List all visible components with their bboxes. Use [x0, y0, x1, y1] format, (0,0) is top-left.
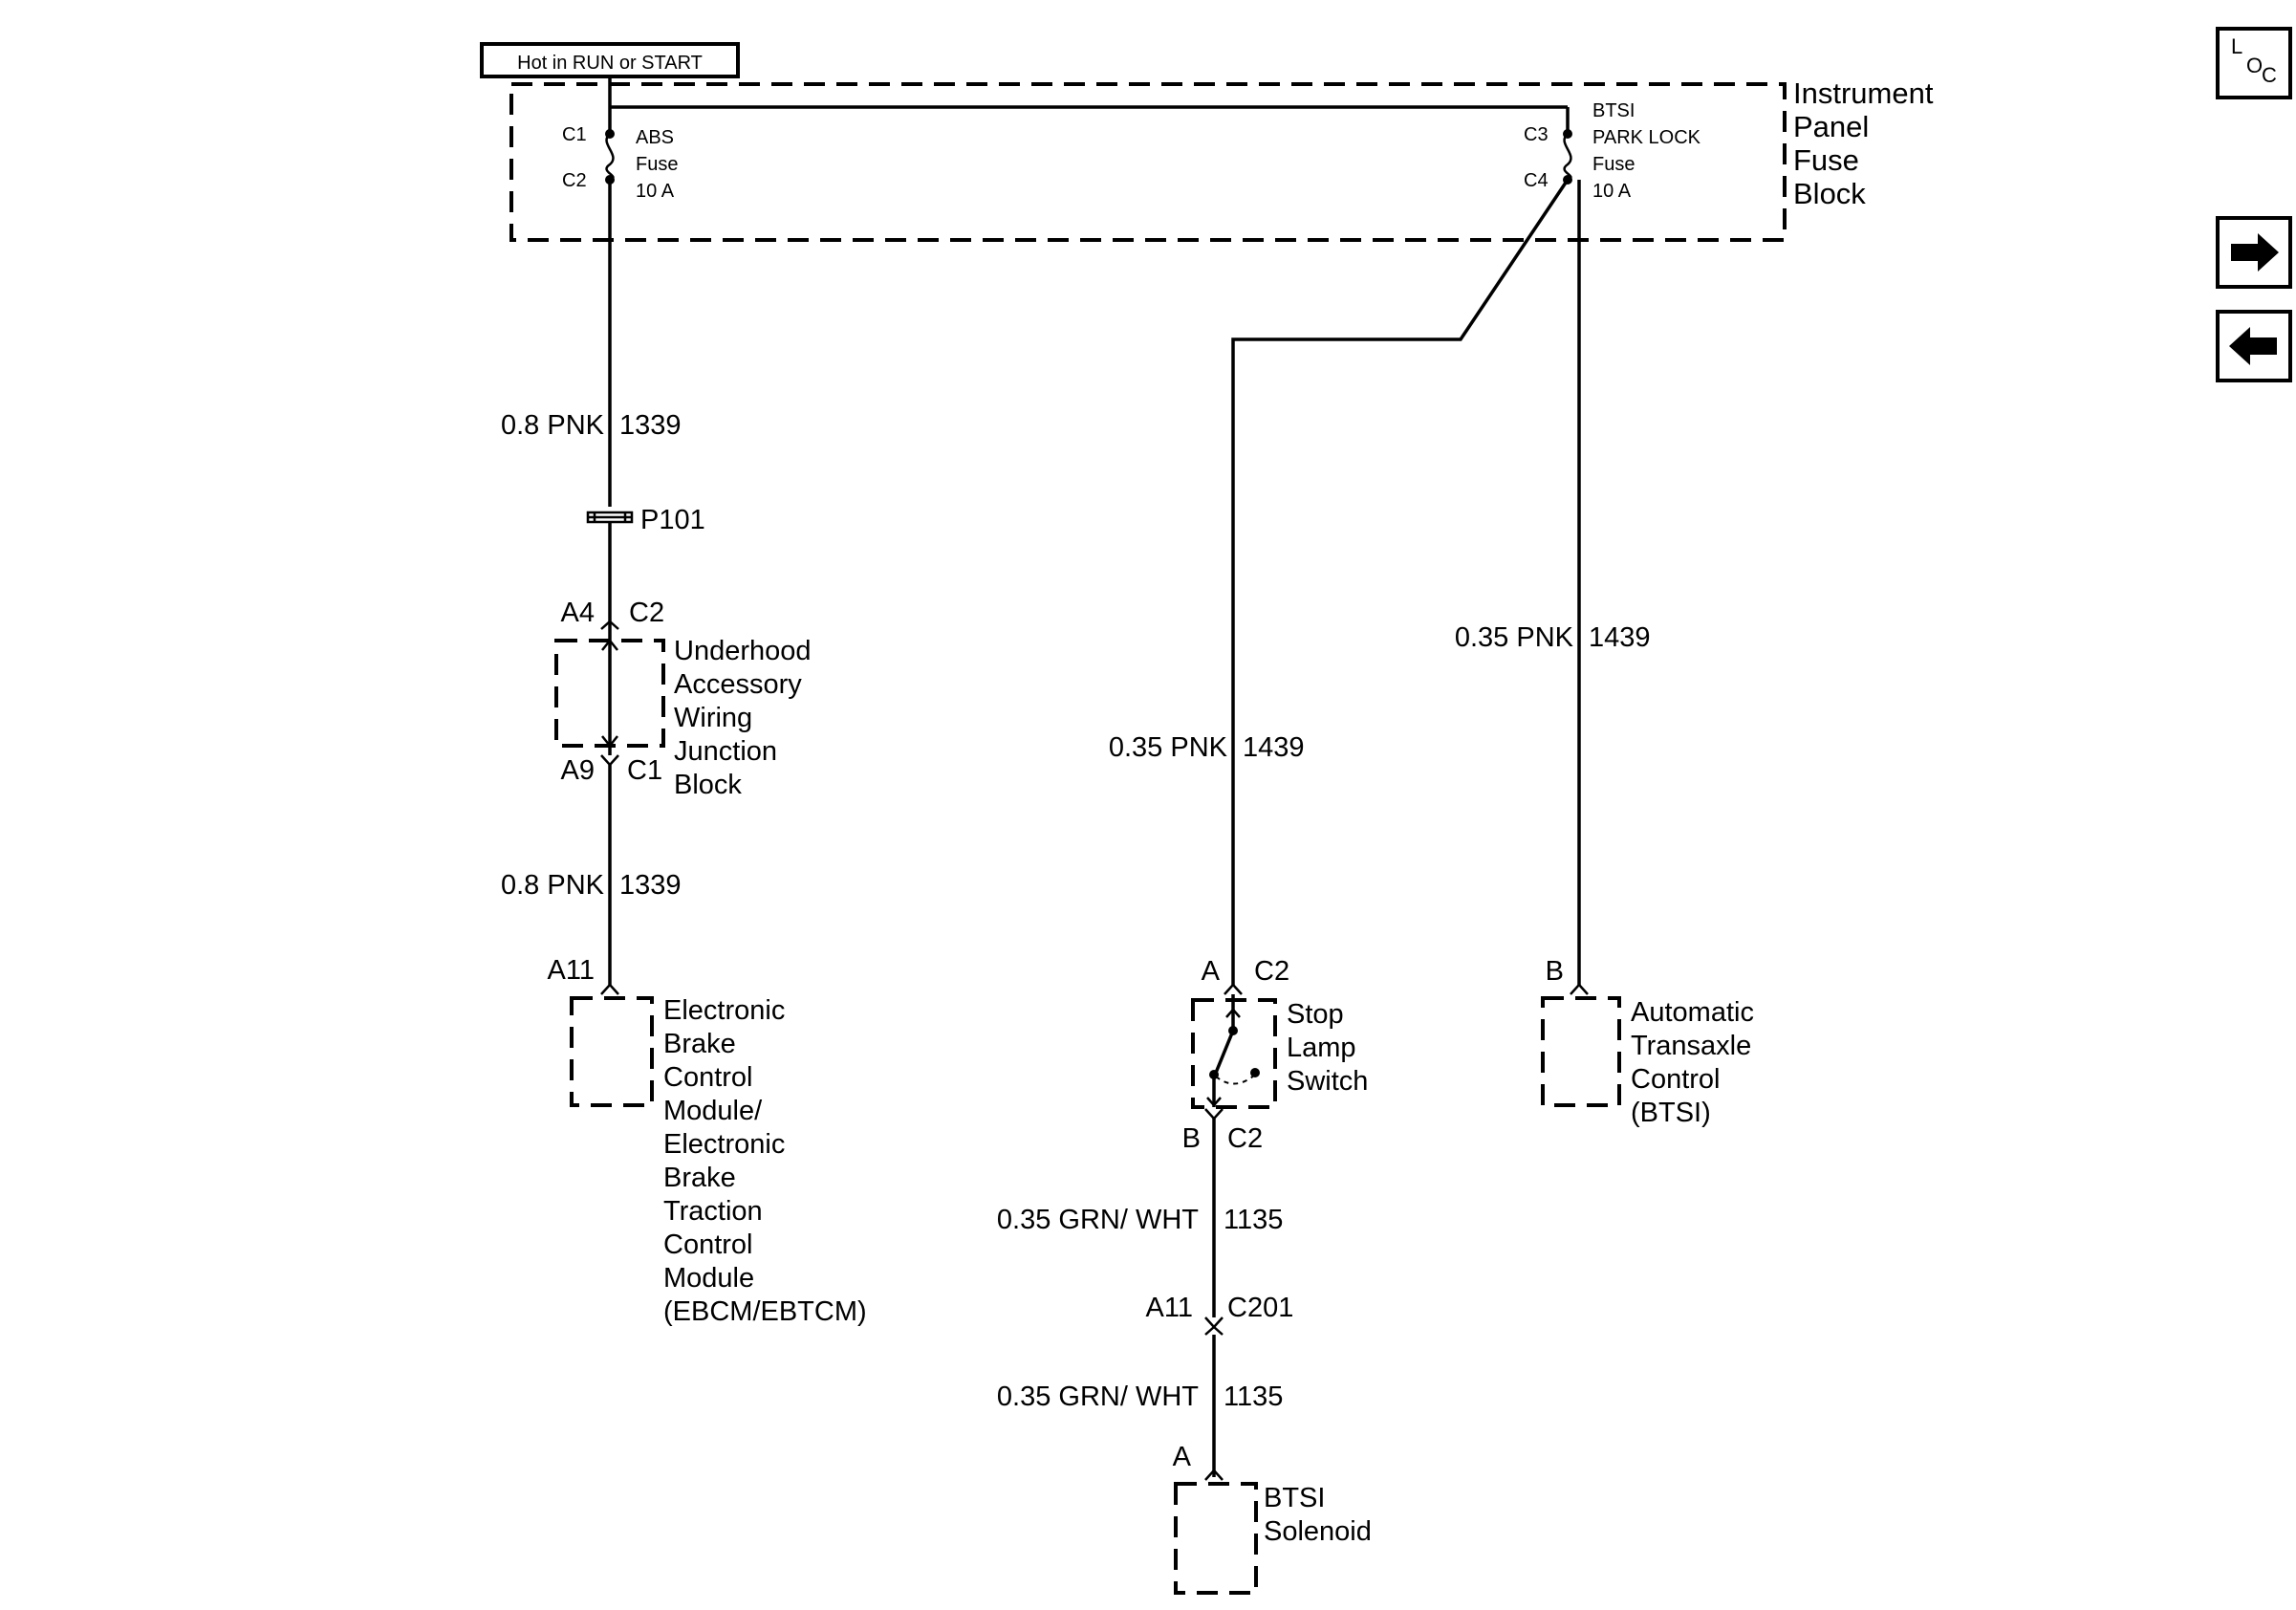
transaxle-label-1: Automatic	[1631, 997, 1754, 1028]
solenoid-label-1: BTSI	[1264, 1483, 1325, 1513]
stop-lamp-circuit: 0.35 PNK 1439 A C2 Stop Lamp Switch B C2…	[997, 179, 1570, 1595]
switch-out-pin: B	[1182, 1123, 1201, 1154]
left-arrow-icon	[2229, 327, 2277, 365]
underhood-junction-block: Underhood Accessory Wiring Junction Bloc…	[554, 631, 812, 800]
junction-label-3: Wiring	[674, 703, 752, 733]
ebcm-label-4: Module/	[663, 1096, 763, 1126]
stop-lamp-switch: Stop Lamp Switch	[1191, 994, 1368, 1109]
transaxle-circuit: 0.35 PNK 1439 B Automatic Transaxle Cont…	[1455, 180, 1754, 1128]
instrument-panel-fuse-block: Instrument Panel Fuse Block C1 C2 ABS Fu…	[509, 76, 1934, 242]
btsi-fuse-out-pin: C4	[1524, 170, 1549, 191]
ebcm-label-9: Module	[663, 1263, 754, 1294]
ebcm-label-2: Brake	[663, 1029, 736, 1059]
btsi-fuse-label-4: 10 A	[1592, 181, 1632, 202]
inline-pin: A11	[1146, 1293, 1193, 1323]
junction-label-5: Block	[674, 770, 742, 800]
stop-wire1-gauge: 0.35 PNK	[1109, 732, 1228, 763]
abs-fuse-label-1: ABS	[636, 127, 674, 148]
junction-in-pin: A4	[561, 598, 595, 628]
loc-letter-o: O	[2246, 54, 2263, 77]
stop-wire3-gauge: 0.35 GRN/ WHT	[997, 1382, 1199, 1412]
switch-out-conn: C2	[1227, 1123, 1263, 1154]
fuse-block-name-line-3: Fuse	[1793, 143, 1859, 177]
abs-fuse-label-3: 10 A	[636, 181, 675, 202]
ebcm-label-3: Control	[663, 1062, 753, 1093]
switch-in-pin: A	[1202, 956, 1221, 987]
fuse-block-name-line-4: Block	[1793, 177, 1866, 210]
transaxle-label-4: (BTSI)	[1631, 1098, 1711, 1128]
power-source: Hot in RUN or START	[480, 42, 740, 78]
junction-label-2: Accessory	[674, 669, 802, 700]
loc-letter-l: L	[2231, 34, 2242, 58]
right-arrow-icon	[2231, 233, 2279, 272]
loc-letter-c: C	[2262, 63, 2277, 87]
abs-wire2-circuit: 1339	[619, 870, 682, 901]
ebcm-pin: A11	[548, 955, 595, 986]
junction-label-1: Underhood	[674, 636, 812, 666]
transaxle-label-2: Transaxle	[1631, 1031, 1751, 1061]
ebcm-label-6: Brake	[663, 1163, 736, 1193]
automatic-transaxle-control: Automatic Transaxle Control (BTSI)	[1541, 996, 1754, 1128]
stop-wire2-circuit: 1135	[1224, 1205, 1283, 1235]
abs-fuse-out-pin: C2	[562, 170, 587, 191]
stop-wire2-gauge: 0.35 GRN/ WHT	[997, 1205, 1199, 1235]
abs-circuit: 0.8 PNK 1339 P101 A4 C2 Underhood Access…	[501, 180, 867, 1327]
abs-fuse-label-2: Fuse	[636, 154, 678, 175]
btsi-park-lock-fuse: C3 C4 BTSI PARK LOCK Fuse 10 A	[1524, 100, 1701, 202]
transaxle-pin: B	[1546, 956, 1564, 987]
btsi-fuse-in-pin: C3	[1524, 124, 1549, 145]
transaxle-wire-circuit: 1439	[1589, 622, 1651, 653]
switch-label-1: Stop	[1287, 999, 1344, 1030]
abs-wire2-gauge: 0.8 PNK	[501, 870, 605, 901]
ebcm-label-8: Control	[663, 1229, 753, 1260]
next-page-button[interactable]	[2216, 216, 2292, 289]
power-source-label: Hot in RUN or START	[517, 53, 703, 74]
transaxle-label-3: Control	[1631, 1064, 1721, 1095]
fuse-block-name-line-2: Panel	[1793, 110, 1869, 143]
previous-page-button[interactable]	[2216, 310, 2292, 382]
splice-p101: P101	[586, 505, 705, 535]
solenoid-label-2: Solenoid	[1264, 1516, 1372, 1547]
switch-label-3: Switch	[1287, 1066, 1368, 1097]
switch-in-conn: C2	[1254, 956, 1289, 987]
btsi-fuse-label-1: BTSI	[1592, 100, 1635, 121]
ebcm-label-7: Traction	[663, 1196, 763, 1227]
abs-fuse: C1 C2 ABS Fuse 10 A	[562, 107, 678, 202]
inline-conn: C201	[1227, 1293, 1293, 1323]
junction-in-conn: C2	[629, 598, 664, 628]
location-button[interactable]: L O C	[2216, 27, 2292, 99]
ebcm-label-5: Electronic	[663, 1129, 785, 1160]
abs-fuse-in-pin: C1	[562, 124, 587, 145]
ebcm-label-10: (EBCM/EBTCM)	[663, 1296, 867, 1327]
abs-wire1-gauge: 0.8 PNK	[501, 410, 605, 441]
transaxle-wire-gauge: 0.35 PNK	[1455, 622, 1574, 653]
ebcm-module: Electronic Brake Control Module/ Electro…	[570, 995, 867, 1327]
btsi-solenoid: BTSI Solenoid	[1174, 1482, 1372, 1595]
splice-label: P101	[640, 505, 705, 535]
stop-wire1-circuit: 1439	[1243, 732, 1305, 763]
btsi-fuse-label-3: Fuse	[1592, 154, 1635, 175]
switch-label-2: Lamp	[1287, 1033, 1356, 1063]
junction-label-4: Junction	[674, 736, 777, 767]
stop-wire3-circuit: 1135	[1224, 1382, 1283, 1412]
ebcm-label-1: Electronic	[663, 995, 785, 1026]
solenoid-pin: A	[1173, 1442, 1192, 1472]
fuse-block-name-line-1: Instrument	[1793, 76, 1934, 110]
abs-wire1-circuit: 1339	[619, 410, 682, 441]
btsi-fuse-label-2: PARK LOCK	[1592, 127, 1701, 148]
junction-out-conn: C1	[627, 755, 662, 786]
junction-out-pin: A9	[561, 755, 595, 786]
